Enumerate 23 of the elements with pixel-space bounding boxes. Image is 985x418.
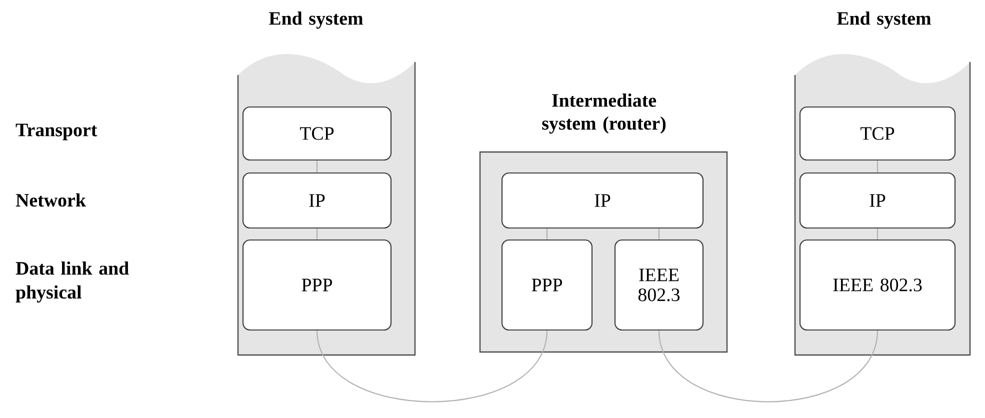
- protocol-box: PPP: [501, 239, 593, 331]
- protocol-box: PPP: [242, 239, 392, 331]
- layer-label: Transport: [16, 124, 98, 140]
- protocol-box: IEEE 802.3: [799, 239, 956, 331]
- path-line: [316, 330, 548, 402]
- protocol-box: IP: [242, 172, 392, 229]
- path-line: [876, 228, 878, 240]
- layer-label: Network: [16, 193, 86, 207]
- protocol-box: IP: [799, 172, 956, 229]
- protocol-box: TCP: [799, 106, 956, 161]
- protocol-box: TCP: [242, 106, 392, 161]
- path-line: [658, 330, 878, 402]
- node-label: End system: [269, 12, 363, 29]
- path-line: [316, 160, 318, 172]
- path-line: [316, 228, 318, 240]
- node-label: Intermediate system (router): [542, 94, 666, 134]
- path-line: [876, 160, 878, 172]
- layer-label: Data link and physical: [16, 261, 129, 303]
- protocol-box: IP: [501, 172, 704, 229]
- node-label: End system: [837, 12, 931, 29]
- path-line: [546, 228, 548, 240]
- path-line: [658, 228, 660, 240]
- protocol-box: IEEE 802.3: [614, 239, 704, 331]
